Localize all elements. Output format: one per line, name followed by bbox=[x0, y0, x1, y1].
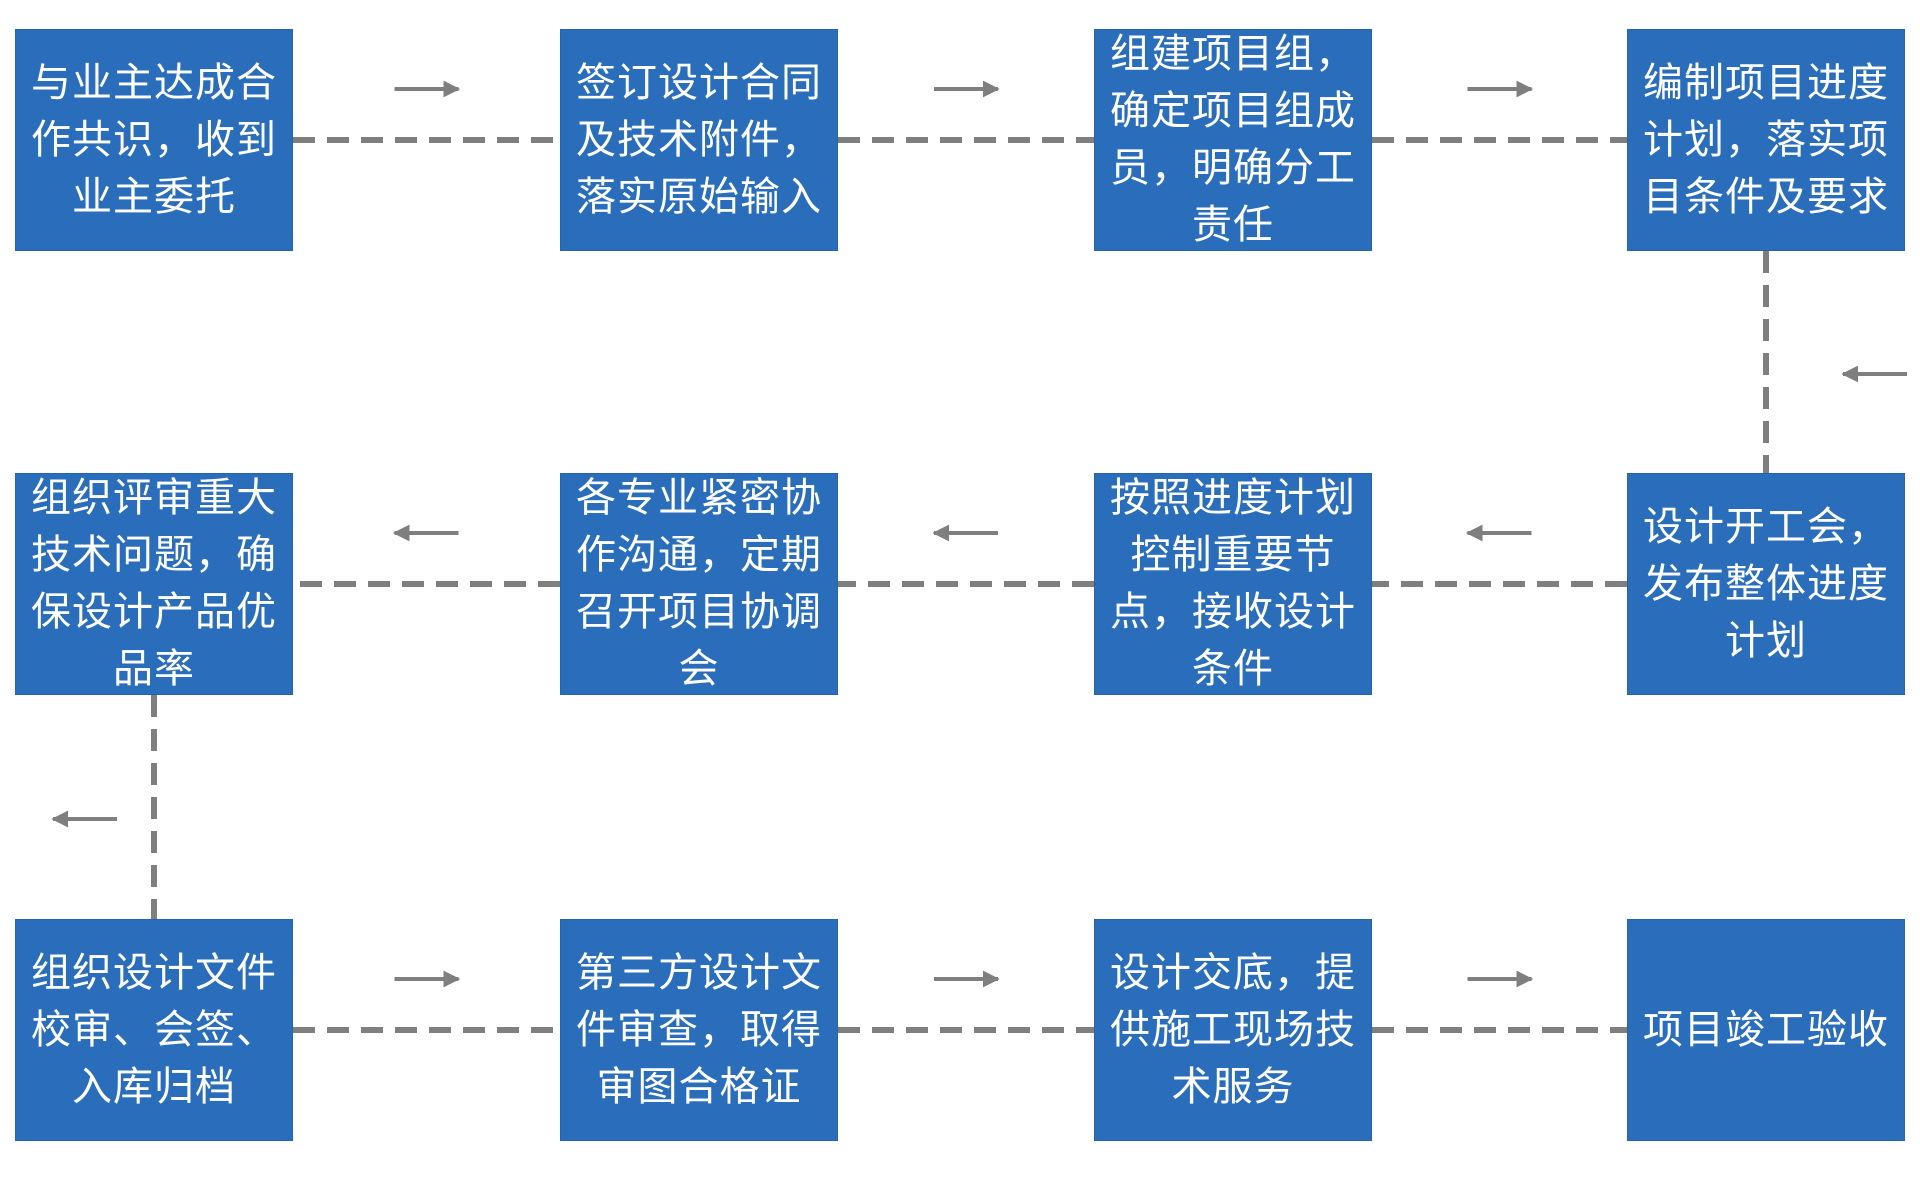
step-1-label: 与业主达成合作共识，收到业主委托 bbox=[31, 59, 277, 220]
step-8-label: 组织评审重大技术问题，确保设计产品优品率 bbox=[31, 475, 277, 692]
step-1-box: 与业主达成合作共识，收到业主委托 bbox=[15, 29, 293, 251]
step-4-box: 编制项目进度计划，落实项目条件及要求 bbox=[1627, 29, 1905, 251]
step-9-box: 组织设计文件校审、会签、入库归档 bbox=[15, 919, 293, 1141]
step-5-label: 设计开工会，发布整体进度计划 bbox=[1643, 503, 1889, 664]
step-7-box: 各专业紧密协作沟通，定期召开项目协调会 bbox=[560, 473, 838, 695]
step-4-label: 编制项目进度计划，落实项目条件及要求 bbox=[1643, 59, 1889, 220]
step-6-box: 按照进度计划控制重要节点，接收设计条件 bbox=[1094, 473, 1372, 695]
step-5-box: 设计开工会，发布整体进度计划 bbox=[1627, 473, 1905, 695]
step-12-box: 项目竣工验收 bbox=[1627, 919, 1905, 1141]
step-10-box: 第三方设计文件审查，取得审图合格证 bbox=[560, 919, 838, 1141]
step-9-label: 组织设计文件校审、会签、入库归档 bbox=[31, 949, 277, 1110]
step-2-label: 签订设计合同及技术附件，落实原始输入 bbox=[576, 59, 822, 220]
step-6-label: 按照进度计划控制重要节点，接收设计条件 bbox=[1110, 475, 1356, 692]
step-11-label: 设计交底，提供施工现场技术服务 bbox=[1110, 949, 1356, 1110]
step-10-label: 第三方设计文件审查，取得审图合格证 bbox=[576, 949, 822, 1110]
step-3-box: 组建项目组，确定项目组成员，明确分工责任 bbox=[1094, 29, 1372, 251]
step-2-box: 签订设计合同及技术附件，落实原始输入 bbox=[560, 29, 838, 251]
step-8-box: 组织评审重大技术问题，确保设计产品优品率 bbox=[15, 473, 293, 695]
step-11-box: 设计交底，提供施工现场技术服务 bbox=[1094, 919, 1372, 1141]
step-7-label: 各专业紧密协作沟通，定期召开项目协调会 bbox=[576, 475, 822, 692]
step-3-label: 组建项目组，确定项目组成员，明确分工责任 bbox=[1110, 31, 1356, 248]
step-12-label: 项目竣工验收 bbox=[1643, 1006, 1889, 1053]
